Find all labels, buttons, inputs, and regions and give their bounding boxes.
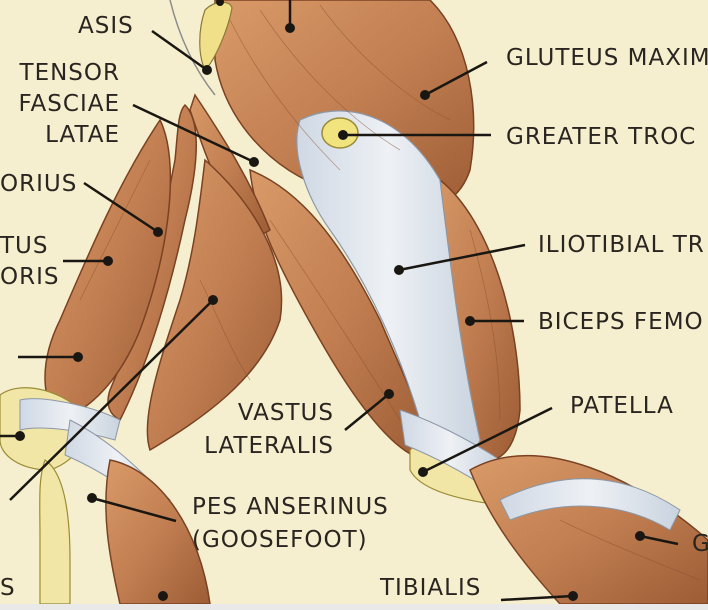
vastus-medialis-muscle <box>44 118 172 421</box>
tibialis-muscle <box>469 454 708 605</box>
label-asis: ASIS <box>78 13 134 39</box>
label-gluteus-maximus: GLUTEUS MAXIM <box>506 45 708 71</box>
label-vastus-medialis: TUS ORIS <box>0 233 60 290</box>
label-sartorius: ORIUS <box>0 171 78 197</box>
label-greater-trochanter: GREATER TROC <box>506 124 697 150</box>
leader-dots <box>15 0 645 601</box>
label-biceps-femoris: BICEPS FEMO <box>538 309 704 335</box>
label-iliotibial-tract: ILIOTIBIAL TR <box>538 232 705 258</box>
lower-leg-muscle-left <box>105 459 211 605</box>
label-vastus-lateralis: VASTUS LATERALIS <box>204 400 334 459</box>
label-tensor-fasciae-latae: TENSOR FASCIAE LATAE <box>18 60 120 148</box>
tibia-bone <box>39 459 71 605</box>
label-gastrocnemius: G <box>692 531 708 557</box>
leader-lines <box>0 0 679 602</box>
shin-tendon <box>499 478 681 531</box>
label-bottom-left: S <box>0 575 16 601</box>
label-pes-anserinus: PES ANSERINUS (GOOSEFOOT) <box>192 494 389 553</box>
label-patella: PATELLA <box>570 393 674 419</box>
knee-tendon-medial <box>19 398 121 441</box>
adductor-muscle <box>146 158 283 452</box>
skin-outline <box>169 0 216 96</box>
muscle-fibers <box>79 4 701 581</box>
bottom-edge-bar <box>0 604 708 610</box>
label-tibialis: TIBIALIS <box>380 575 482 601</box>
